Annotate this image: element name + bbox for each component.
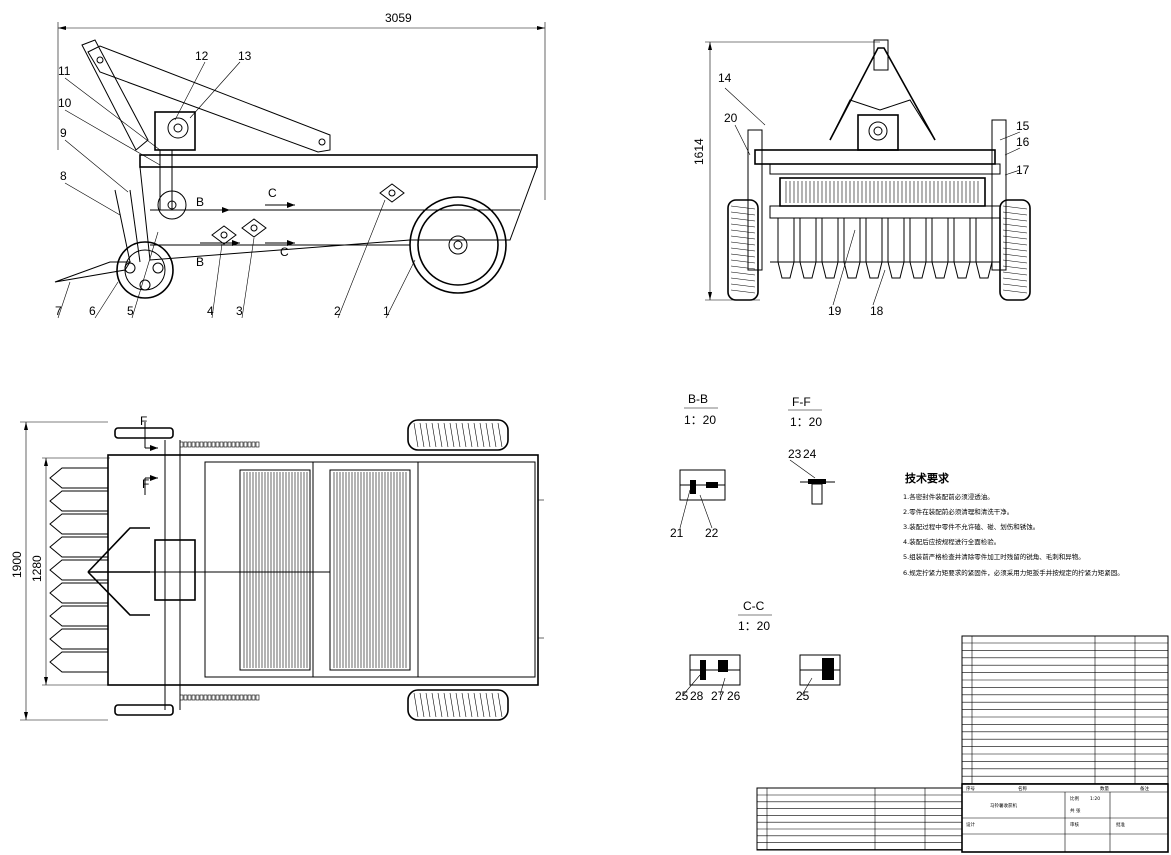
section-cc-callout-28: 28 [690,689,704,703]
title-block-header-note: 备注 [1140,785,1149,792]
part-callout-2: 2 [334,304,341,318]
part-callout-13: 13 [238,49,252,63]
tech-requirement-item: 2.零件在装配前必须清理和清洗干净。 [903,507,1013,516]
tech-requirement-item: 3.装配过程中零件不允许磕、碰、划伤和锈蚀。 [903,522,1039,531]
part-callout-11: 11 [58,64,71,78]
part-callout-7: 7 [55,304,62,318]
rear-view-right-tire [999,199,1031,301]
part-callout-12: 12 [195,49,209,63]
part-callout-20: 20 [724,111,738,125]
tech-requirement-item: 5.组装前严格检查并清除零件加工时残留的锐角、毛刺和异物。 [903,552,1085,561]
side-view: 3059 [54,11,546,319]
section-bb-scale: 1：20 [684,413,716,427]
part-callout-15: 15 [1016,119,1030,133]
rear-wheel [409,196,507,294]
tech-requirement-item: 1.各密封件装配前必须浸透油。 [903,492,994,501]
section-cc-callout-26: 26 [727,689,741,703]
width-inner-dimension: 1280 [30,555,44,582]
part-callout-5: 5 [127,304,134,318]
part-callout-9: 9 [60,126,67,140]
part-callout-3: 3 [236,304,243,318]
part-callout-8: 8 [60,169,67,183]
section-cc-callout-25a: 25 [675,689,689,703]
scale-label: 比例 [1070,795,1079,802]
section-ff-callout-24: 24 [803,447,817,461]
section-cc-callout-27: 27 [711,689,725,703]
part-callout-6: 6 [89,304,96,318]
bearing-seat-4 [211,225,237,245]
part-callout-19: 19 [828,304,842,318]
section-bb-callout-22: 22 [705,526,719,540]
part-callout-1: 1 [383,304,390,318]
overall-length-dimension: 3059 [385,11,412,25]
top-view-tire-upper [407,419,509,451]
section-cc-title: C-C [743,599,765,613]
tech-requirements-title: 技术要求 [905,471,950,485]
product-name: 马铃薯收获机 [990,802,1017,809]
section-marker-f-top: F [140,414,147,428]
section-marker-b-top: B [196,195,204,209]
top-view-tire-lower [407,689,509,721]
title-block-header-name: 名称 [1018,785,1027,792]
title-block-header-no: 序号 [966,785,975,792]
top-view: 1900 1280 [10,414,544,721]
design-label: 设计 [966,821,975,828]
section-cc-callout-25b: 25 [796,689,810,703]
sheet-label: 共 张 [1070,807,1081,814]
part-callout-17: 17 [1016,163,1030,177]
part-callout-4: 4 [207,304,214,318]
bearing-seat-2 [379,183,405,203]
part-callout-14: 14 [718,71,732,85]
rear-view: 1614 [692,39,1031,306]
section-cc-scale: 1：20 [738,619,770,633]
section-cc: C-C 1：20 25 28 27 26 25 [675,599,841,703]
title-block-header-qty: 数量 [1100,785,1109,792]
part-callout-16: 16 [1016,135,1030,149]
section-marker-b-bottom: B [196,255,204,269]
width-outer-dimension: 1900 [10,551,24,578]
part-callout-10: 10 [58,96,72,110]
part-callout-18: 18 [870,304,884,318]
rear-view-left-tire [727,199,759,301]
rear-view-callouts: 14 20 15 16 17 19 18 [718,71,1030,318]
section-marker-c-top: C [268,186,277,200]
section-bb-callout-21: 21 [670,526,684,540]
parts-list-bottom [756,787,963,851]
technical-requirements: 技术要求 1.各密封件装配前必须浸透油。 2.零件在装配前必须清理和清洗干净。 … [903,471,1124,577]
parts-list-right [961,635,1169,785]
tech-requirement-item: 4.装配后应按规程进行全面检验。 [903,537,1000,546]
section-ff-title: F-F [792,395,811,409]
approve-label: 批准 [1116,821,1125,828]
tech-requirement-item: 6.规定拧紧力矩要求的紧固件，必须采用力矩扳手并按规定的拧紧力矩紧固。 [903,568,1124,577]
bearing-seat-3 [241,218,267,238]
section-ff-scale: 1：20 [790,415,822,429]
check-label: 审核 [1070,821,1079,828]
title-block: 序号 名称 数量 备注 马铃薯收获机 比例 1:20 共 张 设计 审核 批准 [961,783,1169,853]
section-ff-callout-23: 23 [788,447,802,461]
section-marker-c-bottom: C [280,245,289,259]
height-dimension: 1614 [692,138,706,165]
section-bb-title: B-B [688,392,708,406]
section-ff: F-F 1：20 23 24 [788,395,835,505]
section-marker-f-bottom: F [142,477,149,491]
section-bb: B-B 1：20 21 22 [670,392,726,540]
scale-value: 1:20 [1090,796,1100,802]
